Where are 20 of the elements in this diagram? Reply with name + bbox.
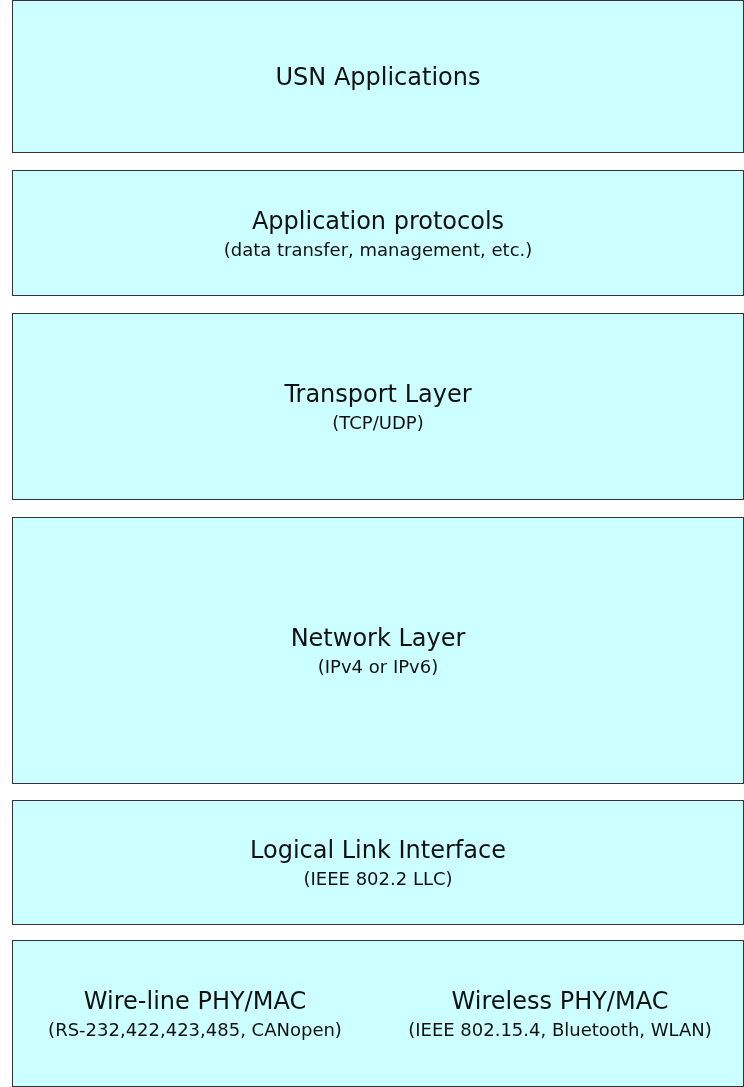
- layer-box: [377, 940, 744, 1087]
- layer-box: [12, 940, 378, 1087]
- layer-title: Transport Layer: [284, 380, 472, 408]
- layer-title: Network Layer: [290, 624, 466, 652]
- layer-detail: (IPv4 or IPv6): [317, 656, 439, 677]
- layer-box: [12, 517, 744, 784]
- layer-detail: (TCP/UDP): [332, 412, 424, 433]
- layer-title: Wire-line PHY/MAC: [82, 987, 308, 1015]
- layer-box: [12, 313, 744, 500]
- layer-title: USN Applications: [275, 62, 481, 91]
- layer-detail: (data transfer, management, etc.): [223, 238, 533, 260]
- layer-title: Wireless PHY/MAC: [450, 987, 670, 1015]
- layer-detail: (IEEE 802.15.4, Bluetooth, WLAN): [407, 1019, 713, 1040]
- layer-box: [12, 800, 744, 925]
- layer-box: [12, 170, 744, 296]
- layer-detail: (IEEE 802.2 LLC): [303, 868, 453, 889]
- layer-box: [12, 0, 744, 153]
- layer-title: Application protocols: [251, 206, 505, 235]
- layer-detail: (RS-232,422,423,485, CANopen): [47, 1019, 343, 1040]
- layer-title: Logical Link Interface: [250, 836, 506, 864]
